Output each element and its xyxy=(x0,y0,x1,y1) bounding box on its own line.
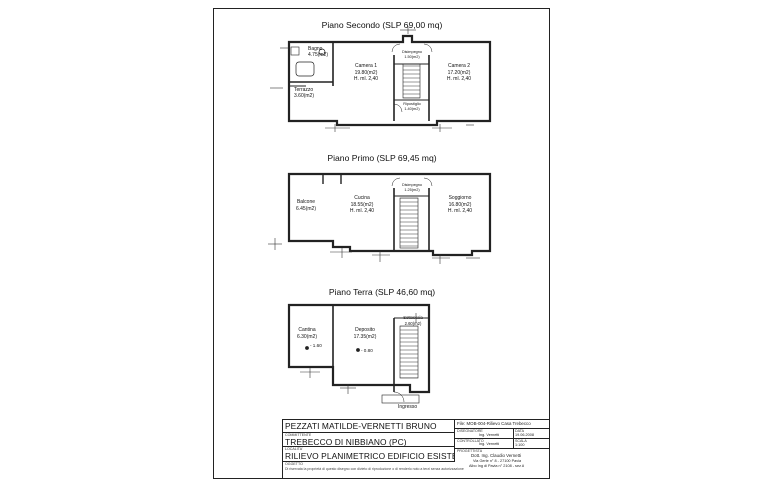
second-floor-plan xyxy=(287,34,492,127)
engineer-name: Dott. Ing. Claudio Vernetti xyxy=(471,453,522,458)
room-label-cantina: Cantina 6.30(m2) xyxy=(296,327,317,340)
room-label-terrazzo: Terrazzo 3.60(m2) xyxy=(294,87,315,99)
drawing-sheet-border xyxy=(213,8,550,479)
engineer-address: Via Gerle n° 8 - 27100 Pavia xyxy=(473,459,522,463)
drawing-scale: 1:100 xyxy=(515,443,525,447)
date-caption: DATA xyxy=(515,429,525,433)
room-label-ripostiglio: Ripostiglio 1.40(m2) xyxy=(403,102,421,111)
checker-caption: CONTROLLATO xyxy=(457,439,484,443)
second-floor-title: Piano Secondo (SLP 69,00 mq) xyxy=(321,20,443,30)
designer-full-caption: PROGETTISTA xyxy=(457,449,483,453)
subject-text: RILIEVO PLANIMETRICO EDIFICIO ESISTENTE xyxy=(285,451,454,461)
drawing-date: 19.06.2008 xyxy=(515,433,535,437)
room-label-disimpegno-second: Disimpegno 1.50(m2) xyxy=(401,50,423,59)
room-label-camera-1: Camera 1 19.80(m2) H. ml. 2,40 xyxy=(353,63,379,82)
first-floor-title: Piano Primo (SLP 69,45 mq) xyxy=(327,153,437,163)
room-label-disimpegno-first: Disimpegno 1.25(m2) xyxy=(401,183,423,192)
legal-note: Di riservata la proprietà di questo dise… xyxy=(285,467,464,471)
room-label-balcone: Balcone 6.45(m2) xyxy=(295,199,316,212)
first-floor-plan xyxy=(287,172,492,257)
engineer-register: Albo Ing di Pavia n° 2108 - sez A xyxy=(469,464,525,468)
owner-name: PEZZATI MATILDE-VERNETTI BRUNO xyxy=(285,421,437,431)
ground-floor-dimension-marks xyxy=(300,313,425,394)
ground-floor-plan xyxy=(287,303,431,404)
room-label-camera-2: Camera 2 17.20(m2) H. ml. 2,40 xyxy=(446,63,472,82)
checker-name: Ing. Vernetti xyxy=(479,442,500,446)
scale-caption: SCALA xyxy=(515,439,527,443)
title-block: PEZZATI MATILDE-VERNETTI BRUNO COMMITTEN… xyxy=(282,419,550,479)
level-mark-cantina: - 1.60 xyxy=(310,343,322,348)
room-label-sottoscala: Sottoscala 2.60(m2) xyxy=(403,315,423,326)
location-name: TREBECCO DI NIBBIANO (PC) xyxy=(285,437,407,447)
room-label-cucina: Cucina 18.55(m2) H. ml. 2,40 xyxy=(349,195,375,214)
room-label-deposito: Deposito 17.35(m2) xyxy=(353,327,377,340)
room-label-soggiorno: Soggiorno 16.80(m2) H. ml. 2,40 xyxy=(447,195,473,214)
second-floor-dimension-marks xyxy=(270,26,474,132)
location-caption: LOCALITA' xyxy=(285,447,303,451)
level-mark-deposito: - 0.80 xyxy=(361,348,373,353)
room-label-bagno: Bagno 4.75(m2) xyxy=(308,46,329,58)
designer-caption: DISEGNATORE xyxy=(457,429,483,433)
designer-name: Ing. Vernetti xyxy=(479,433,500,437)
entrance-label: Ingresso xyxy=(398,404,418,410)
file-reference: File: MOB-004-Rilievo Casa Trebecco xyxy=(457,421,531,426)
ground-floor-title: Piano Terra (SLP 46,60 mq) xyxy=(328,287,436,297)
owner-caption: COMMITTENTE xyxy=(285,433,312,437)
subject-caption: OGGETTO xyxy=(285,462,303,466)
first-floor-dimension-marks xyxy=(268,238,480,264)
